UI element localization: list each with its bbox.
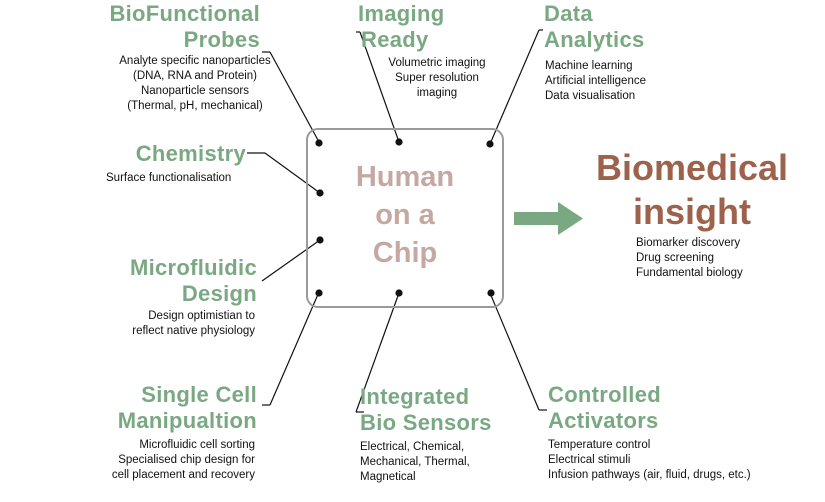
singlecell-list: Microfluidic cell sorting Specialised ch…: [70, 438, 255, 483]
heading-line: Design: [181, 281, 257, 306]
heading-line: Controlled: [548, 382, 661, 407]
dot-bottom-right: [487, 289, 495, 297]
imaging-heading: Imaging Ready: [358, 1, 444, 53]
dot-top-right: [486, 140, 494, 148]
list-item: Fundamental biology: [636, 267, 743, 279]
connector-activators-diag: [489, 292, 540, 411]
connector-chemistry-diag: [264, 152, 321, 194]
probes-list: Analyte specific nanoparticles (DNA, RNA…: [90, 54, 300, 114]
chemistry-list: Surface functionalisation: [106, 171, 231, 186]
list-item: Surface functionalisation: [106, 172, 232, 184]
list-item: Specialised chip design for: [118, 454, 255, 466]
dot-top-mid: [395, 138, 403, 146]
list-item: Volumetric imaging: [388, 57, 486, 69]
microfluidic-list: Design optimistian to reflect native phy…: [90, 309, 255, 339]
heading-line: Bio Sensors: [360, 410, 492, 435]
activators-list: Temperature control Electrical stimuli I…: [548, 438, 751, 483]
list-item: Microfluidic cell sorting: [139, 439, 255, 451]
connector-analytics-diag: [489, 29, 540, 145]
list-item: Mechanical, Thermal,: [360, 456, 470, 468]
analytics-heading: Data Analytics: [544, 1, 645, 53]
dot-bottom-left: [315, 289, 323, 297]
heading-line: Data: [544, 1, 593, 26]
imaging-list: Volumetric imaging Super resolution imag…: [372, 56, 502, 101]
heading-line: Manipualtion: [117, 408, 257, 433]
list-item: Data visualisation: [545, 90, 636, 102]
heading-line: Ready: [361, 27, 429, 52]
list-item: cell placement and recovery: [111, 469, 255, 481]
heading-line: Activators: [548, 408, 659, 433]
insight-list: Biomarker discovery Drug screening Funda…: [636, 236, 743, 281]
dot-left-upper: [316, 189, 324, 197]
chip-title: Human on a Chip: [306, 158, 504, 272]
list-item: (DNA, RNA and Protein): [133, 70, 257, 82]
probes-heading: BioFunctional Probes: [40, 1, 260, 53]
dot-bottom-mid: [395, 289, 403, 297]
insight-title: Biomedical insight: [568, 146, 816, 234]
list-item: (Thermal, pH, mechanical): [127, 100, 263, 112]
list-item: Biomarker discovery: [636, 237, 741, 249]
analytics-list: Machine learning Artificial intelligence…: [545, 59, 646, 104]
list-item: reflect native physiology: [132, 325, 255, 337]
biosensors-heading: Integrated Bio Sensors: [360, 384, 492, 436]
heading-line: Integrated: [360, 384, 470, 409]
activators-heading: Controlled Activators: [548, 382, 661, 434]
heading-line: Analytics: [544, 27, 645, 52]
heading-line: Chemistry: [135, 141, 246, 166]
list-item: Electrical, Chemical,: [360, 441, 465, 453]
list-item: Super resolution: [395, 72, 479, 84]
dot-left-lower: [316, 236, 324, 244]
arrow-to-insight: [514, 202, 583, 235]
list-item: Artificial intelligence: [545, 75, 646, 87]
chip-line: on a: [375, 199, 435, 231]
insight-line: Biomedical: [595, 147, 789, 188]
list-item: Magnetical: [360, 471, 416, 483]
list-item: Temperature control: [548, 439, 651, 451]
connector-imaging-diag: [359, 31, 400, 143]
list-item: Machine learning: [545, 60, 633, 72]
singlecell-heading: Single Cell Manipualtion: [40, 382, 257, 434]
insight-line: insight: [633, 191, 751, 232]
chip-line: Chip: [372, 237, 438, 269]
biosensors-list: Electrical, Chemical, Mechanical, Therma…: [360, 440, 470, 485]
list-item: Design optimistian to: [148, 310, 255, 322]
connector-biosensors-diag: [355, 292, 400, 413]
connector-singlecell-diag: [269, 291, 320, 406]
list-item: Drug screening: [636, 252, 714, 264]
heading-line: Probes: [183, 27, 260, 52]
list-item: imaging: [416, 87, 458, 99]
list-item: Electrical stimuli: [548, 454, 631, 466]
chip-box: [306, 128, 504, 308]
chip-line: Human: [355, 161, 455, 193]
connector-microfluidic: [261, 239, 321, 282]
dot-top-left: [315, 139, 323, 147]
heading-line: Imaging: [358, 1, 445, 26]
list-item: Nanoparticle sensors: [140, 85, 250, 97]
heading-line: BioFunctional: [109, 1, 260, 26]
microfluidic-heading: Microfluidic Design: [40, 255, 257, 307]
heading-line: Microfluidic: [129, 255, 257, 280]
list-item: Analyte specific nanoparticles: [119, 55, 271, 67]
heading-line: Single Cell: [141, 382, 257, 407]
list-item: Infusion pathways (air, fluid, drugs, et…: [548, 469, 751, 481]
chemistry-heading: Chemistry: [60, 141, 246, 167]
connector-probes-diag: [269, 51, 320, 143]
